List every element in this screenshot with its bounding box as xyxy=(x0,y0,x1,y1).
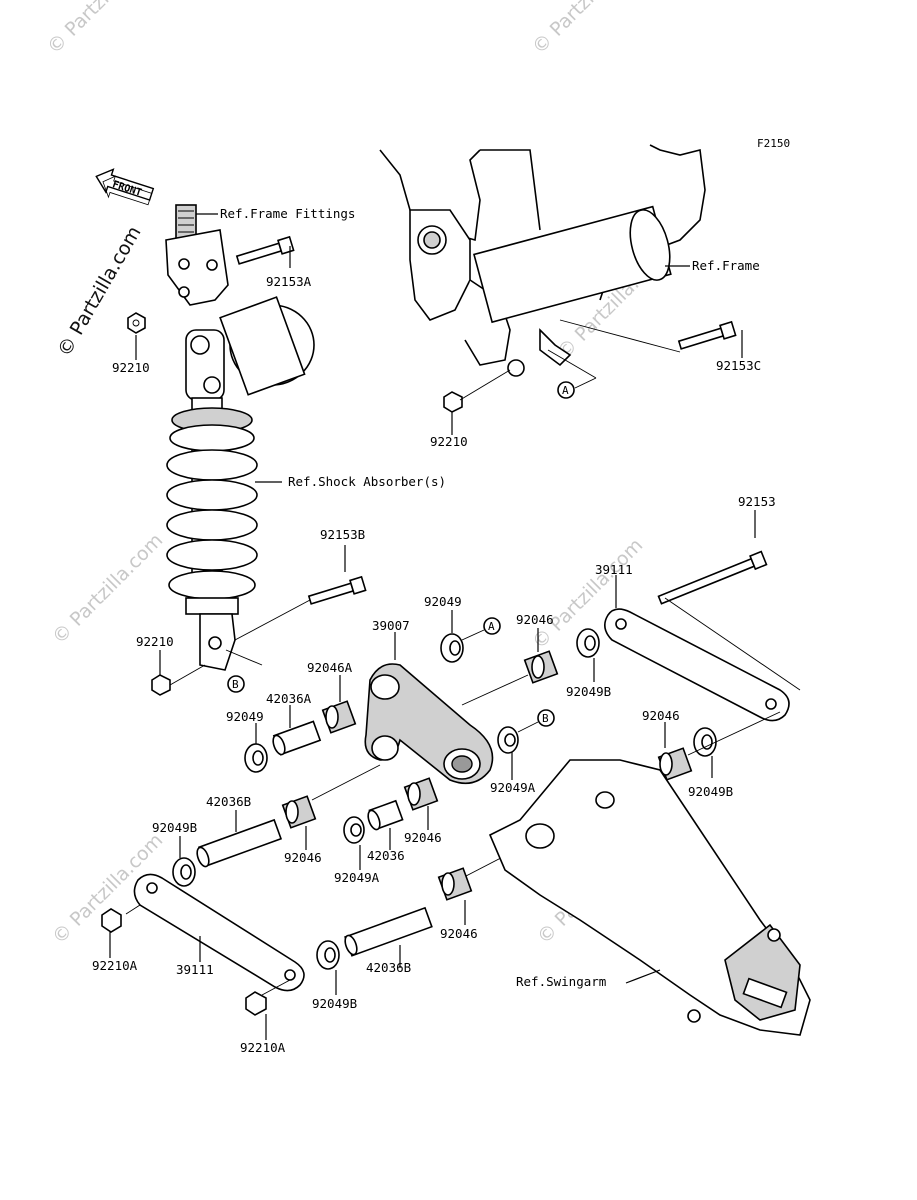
frame-fitting-bracket xyxy=(165,204,229,306)
label-39111-right: 39111 xyxy=(595,562,633,577)
washer-92049B-right1 xyxy=(576,628,600,658)
callout-b-text: B xyxy=(232,678,239,691)
washer-92049-top xyxy=(440,633,464,663)
label-92049A-upper: 92049A xyxy=(490,780,536,795)
bolt-92153 xyxy=(657,550,768,605)
washer-92049B-left xyxy=(172,857,196,887)
label-92153C: 92153C xyxy=(716,358,761,373)
washer-92049A-upper xyxy=(497,726,519,754)
sleeve-42036B-upper xyxy=(196,818,283,868)
swingarm xyxy=(488,759,811,1036)
link-rod-39111-right xyxy=(604,608,790,722)
callout-a-text: A xyxy=(488,620,495,633)
label-92046A: 92046A xyxy=(307,660,353,675)
bushing-92046-mid xyxy=(657,747,693,781)
ref-frame-label: Ref.Frame xyxy=(692,258,760,273)
label-92046-bottom: 92046 xyxy=(440,926,478,941)
bushing-92046-lower-left xyxy=(281,795,317,829)
label-39111-left: 39111 xyxy=(176,962,214,977)
figure-code: F2150 xyxy=(757,137,790,150)
washer-92049B-bottom xyxy=(316,940,340,970)
label-92046-lower-left: 92046 xyxy=(284,850,322,865)
watermark-text: © Partzilla.com xyxy=(48,529,167,648)
label-92210A-left: 92210A xyxy=(92,958,138,973)
label-92049B-bottom: 92049B xyxy=(312,996,357,1011)
label-92210-frame: 92210 xyxy=(430,434,468,449)
bolt-92153C xyxy=(677,320,737,350)
sleeve-42036 xyxy=(367,799,404,831)
label-92153B: 92153B xyxy=(320,527,365,542)
label-92049B-right1: 92049B xyxy=(566,684,611,699)
label-92046-lower-mid: 92046 xyxy=(404,830,442,845)
sleeve-42036A xyxy=(272,720,322,756)
callout-a-frame: A xyxy=(557,381,575,399)
callout-b-left: B xyxy=(227,675,245,693)
bushing-92046-bottom xyxy=(437,867,473,901)
callout-a-text: A xyxy=(562,384,569,397)
bushing-92046-top xyxy=(523,650,559,684)
label-92049B-left: 92049B xyxy=(152,820,197,835)
label-92210A-bottom: 92210A xyxy=(240,1040,286,1055)
label-92210-top: 92210 xyxy=(112,360,150,375)
ref-swingarm-label: Ref.Swingarm xyxy=(516,974,606,989)
label-42036A: 42036A xyxy=(266,691,312,706)
label-42036B-lower: 42036B xyxy=(366,960,411,975)
callout-b-linkage: B xyxy=(537,709,555,727)
label-92153: 92153 xyxy=(738,494,776,509)
label-92153A: 92153A xyxy=(266,274,312,289)
nut-92210-top xyxy=(127,312,146,334)
washer-92049-left xyxy=(244,743,268,773)
watermark-text: © Partzilla.com xyxy=(528,0,647,59)
label-42036: 42036 xyxy=(367,848,405,863)
label-92046-mid: 92046 xyxy=(642,708,680,723)
label-39007: 39007 xyxy=(372,618,410,633)
label-42036B-upper: 42036B xyxy=(206,794,251,809)
callout-b-text: B xyxy=(542,712,549,725)
frame-section xyxy=(379,144,706,377)
ref-frame-fittings-label: Ref.Frame Fittings xyxy=(220,206,355,221)
label-92049B-right2: 92049B xyxy=(688,784,733,799)
link-rod-39111-left xyxy=(133,873,305,992)
shock-absorber xyxy=(166,296,315,671)
label-92210-shock: 92210 xyxy=(136,634,174,649)
washer-92049A-lower xyxy=(343,816,365,844)
watermark-main: © Partzilla.com xyxy=(53,223,145,361)
label-92046-top: 92046 xyxy=(516,612,554,627)
bolt-92153A xyxy=(235,235,295,265)
washer-92049B-right2 xyxy=(693,727,717,757)
sleeve-42036B-lower xyxy=(344,906,433,957)
callout-a-linkage: A xyxy=(483,617,501,635)
ref-shock-absorber-label: Ref.Shock Absorber(s) xyxy=(288,474,446,489)
rocker-arm-39007 xyxy=(364,663,494,785)
label-92049A-lower: 92049A xyxy=(334,870,380,885)
label-92049-top: 92049 xyxy=(424,594,462,609)
bolt-92153B xyxy=(307,575,367,605)
label-92049-left: 92049 xyxy=(226,709,264,724)
part-labels: Ref.Frame Fittings Ref.Frame Ref.Shock A… xyxy=(92,206,776,1055)
front-arrow-icon: FRONT xyxy=(95,168,155,206)
bushing-92046-lower-mid xyxy=(403,777,439,811)
watermark-text: © Partzilla.com xyxy=(43,0,162,59)
nut-92210-shock xyxy=(151,674,171,696)
bushing-92046A xyxy=(321,700,357,734)
nut-92210A-left xyxy=(101,908,122,933)
nut-92210-frame xyxy=(443,391,463,413)
nut-92210A-bottom xyxy=(245,991,267,1016)
